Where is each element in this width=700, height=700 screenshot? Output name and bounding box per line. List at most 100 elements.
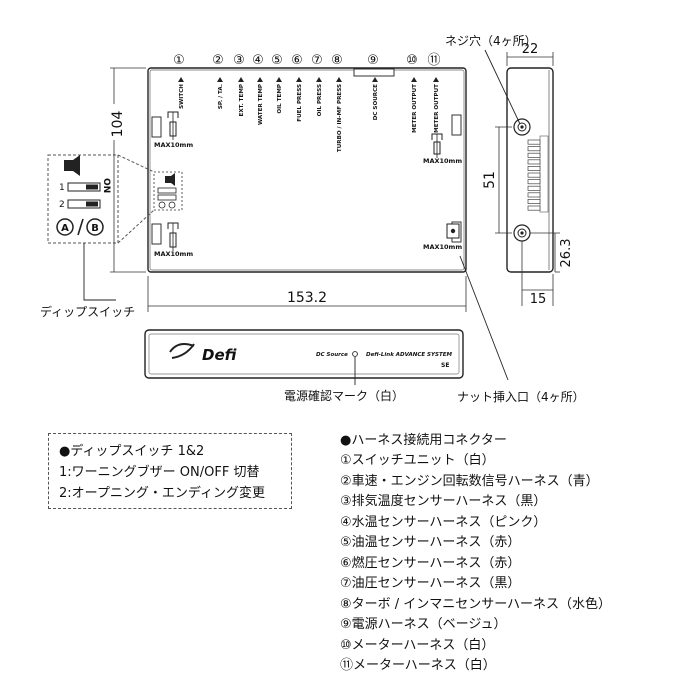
port-label-1: SWITCH — [179, 84, 185, 109]
side-fin — [527, 152, 541, 158]
port-marker-8 — [336, 77, 342, 82]
port-marker-7 — [316, 77, 322, 82]
side-fin — [527, 146, 541, 152]
dim-22: 22 — [522, 42, 539, 57]
side-fin — [527, 159, 541, 165]
harness-legend-item: ⑨電源ハーネス（ベージュ） — [340, 617, 507, 632]
screw-hole-leader — [484, 49, 521, 125]
dip-caption: ディップスイッチ — [40, 304, 135, 319]
defi-logo-swoosh — [169, 343, 195, 359]
dim-153-lines — [147, 276, 467, 312]
connector-number-6: ⑥ — [291, 53, 303, 68]
dip-switch-note: ●ディップスイッチ 1&2 1:ワーニングブザー ON/OFF 切替 2:オープ… — [48, 433, 292, 509]
dip-position-2: 2 — [59, 200, 65, 210]
dim-104: 104 — [110, 111, 126, 138]
port-label-8: TURBO / IN-MF PRESS — [337, 84, 343, 152]
port-marker-4 — [257, 77, 263, 82]
dim-153-2: 153.2 — [287, 290, 327, 306]
dc-source-tab — [353, 68, 395, 77]
main-unit-outline — [147, 67, 467, 273]
dip-b-label: B — [91, 223, 99, 234]
dc-source-text: DC Source — [316, 352, 348, 358]
port-label-11: METER OUTPUT — [434, 84, 440, 133]
dim-51: 51 — [482, 171, 498, 189]
dip-switch-detail — [47, 154, 119, 244]
port-label-4: WATER TEMP — [258, 84, 264, 125]
side-fin — [527, 179, 541, 185]
screw-hole-label: ネジ穴（4ヶ所） — [445, 33, 537, 48]
harness-legend-item: ⑩メーターハーネス（白） — [340, 637, 495, 653]
side-fin — [527, 139, 541, 145]
nut-insert-label: ナット挿入口（4ヶ所） — [457, 390, 585, 404]
dim-15: 15 — [530, 292, 547, 307]
connector-number-5: ⑤ — [271, 53, 283, 68]
harness-legend-item: ②車速・エンジン回転数信号ハーネス（青） — [340, 473, 599, 489]
port-marker-3 — [238, 77, 244, 82]
port-marker-6 — [296, 77, 302, 82]
dip-note-line-2: 2:オープニング・エンディング変更 — [59, 486, 265, 501]
nut-insert-leader — [459, 255, 509, 381]
port-marker-10 — [411, 77, 417, 82]
harness-legend-item: ⑧ターボ / インマニセンサーハーネス（水色） — [340, 596, 612, 612]
port-label-7: OIL PRESS — [317, 84, 323, 116]
mount-slot-bottom-right — [446, 223, 460, 239]
se-badge: SE — [441, 362, 449, 369]
connector-number-11: ⑪ — [427, 53, 440, 68]
connector-number-4: ④ — [252, 53, 264, 68]
side-fin — [527, 185, 541, 191]
front-unit-outline — [144, 329, 464, 379]
power-mark-label: 電源確認マーク（白） — [284, 388, 404, 403]
dip-note-title: ●ディップスイッチ 1&2 — [59, 444, 205, 459]
side-fin — [527, 205, 541, 211]
harness-legend-item: ④水温センサーハーネス（ピンク） — [340, 514, 547, 530]
connector-number-9: ⑨ — [367, 53, 379, 68]
mount-slot-bottom-left — [167, 222, 179, 251]
harness-legend-item: ⑦油圧センサーハーネス（黒） — [340, 576, 521, 591]
port-label-3: EXT. TEMP — [239, 84, 245, 116]
side-fin — [527, 199, 541, 204]
harness-legend-title: ●ハーネス接続用コネクター — [340, 433, 507, 448]
harness-legend-item: ⑥燃圧センサーハーネス（赤） — [340, 555, 521, 571]
port-marker-5 — [276, 77, 282, 82]
port-marker-1 — [178, 77, 184, 82]
dim-26-3-lines — [530, 232, 560, 273]
port-label-2: SP. / TA. — [218, 84, 224, 109]
dim-22-lines — [506, 52, 554, 66]
harness-legend-item: ⑪メーターハーネス（白） — [340, 658, 496, 673]
dip-switch-on-unit — [153, 171, 183, 211]
port-label-9: DC SOURCE — [373, 84, 379, 120]
port-label-5: OIL TEMP — [277, 84, 283, 114]
dip-caption-leader — [83, 243, 116, 301]
max-label-3: MAX10mm — [423, 157, 462, 165]
connector-number-1: ① — [173, 53, 185, 68]
max-label-4: MAX10mm — [423, 243, 462, 251]
side-fin — [527, 172, 541, 178]
connector-number-8: ⑧ — [331, 53, 343, 68]
port-label-10: METER OUTPUT — [412, 84, 418, 133]
system-name-text: Defi-Link ADVANCE SYSTEM — [366, 352, 452, 358]
dip-on-label: ON — [101, 178, 111, 193]
max-label-1: MAX10mm — [154, 141, 193, 149]
side-fin — [527, 192, 541, 198]
harness-legend-item: ⑤油温センサーハーネス（赤） — [340, 535, 521, 550]
mount-slot-top-right — [431, 133, 443, 158]
port-marker-2 — [217, 77, 223, 82]
connector-number-3: ③ — [233, 53, 245, 68]
dim-51-lines — [495, 126, 512, 234]
harness-legend-item: ①スイッチユニット（白） — [340, 453, 495, 468]
port-label-6: FUEL PRESS — [297, 84, 303, 122]
power-indicator-mark — [352, 351, 358, 357]
port-marker-9 — [372, 77, 378, 82]
dip-leader-bottom — [117, 209, 155, 244]
max-label-2: MAX10mm — [154, 250, 193, 258]
dim-104-lines — [110, 67, 146, 273]
port-marker-11 — [433, 77, 439, 82]
dim-15-lines — [521, 241, 554, 306]
mount-slot-top-left — [167, 111, 179, 140]
dim-26-3: 26.3 — [559, 239, 574, 268]
connector-number-10: ⑩ — [406, 53, 418, 68]
dip-position-1: 1 — [59, 183, 65, 193]
side-connector-fins — [527, 139, 541, 211]
